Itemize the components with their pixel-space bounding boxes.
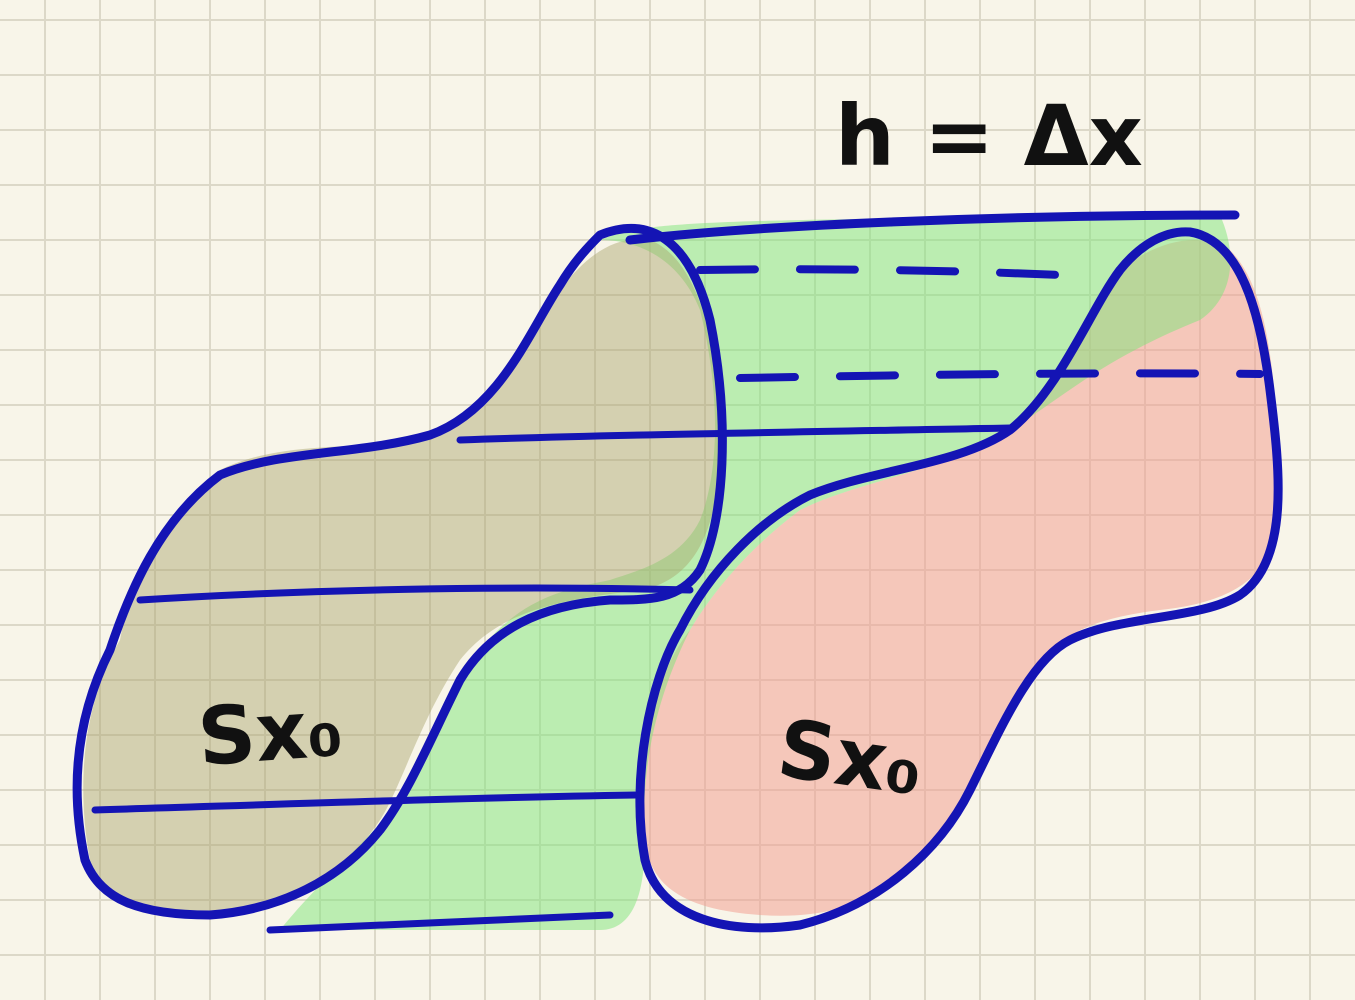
right-cross-section-outline: [635, 227, 1283, 933]
hidden-dashed-line-upper: [696, 265, 1064, 279]
extruded-body-fill: [280, 215, 1231, 930]
upper-ridge-line: [456, 424, 1014, 444]
hidden-dashed-line-lower: [736, 369, 1264, 382]
left-cross-section-label: Sx₀: [195, 681, 345, 784]
height-label: h = Δx: [835, 87, 1143, 185]
right-cross-section-fill: [643, 240, 1281, 916]
bottom-edge: [266, 911, 614, 934]
right-cross-section-label: Sx₀: [772, 702, 928, 814]
solid-fills: [83, 215, 1281, 930]
left-cross-section-outline: [72, 223, 727, 920]
lower-edge-line: [91, 791, 639, 814]
left-cross-section-fill: [83, 239, 720, 916]
ink-strokes: [72, 210, 1283, 934]
middle-edge-line: [136, 584, 694, 604]
top-edge: [625, 210, 1240, 245]
